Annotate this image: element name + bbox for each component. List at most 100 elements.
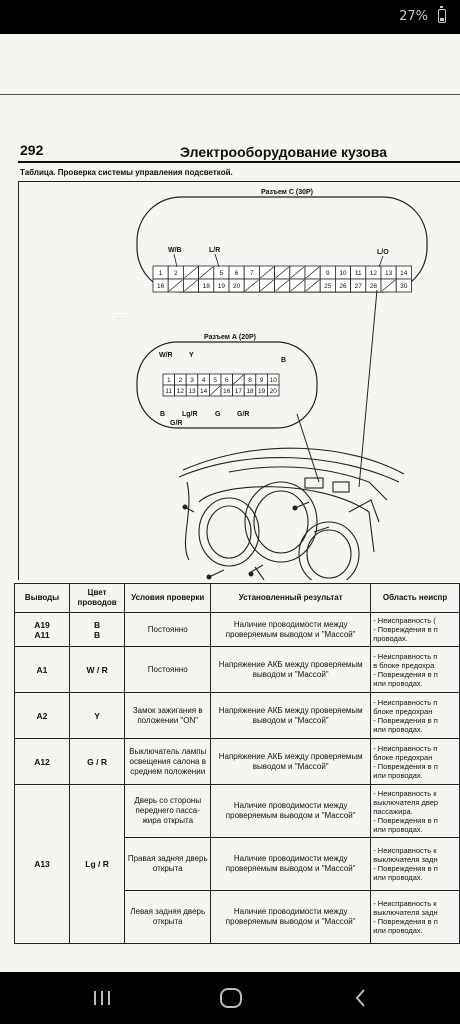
col-header-fault-area: Область неиспр xyxy=(370,583,460,613)
pin-cell: A2 xyxy=(14,692,70,739)
connector-pin-number: 13 xyxy=(188,388,196,395)
unused-pin-mark xyxy=(260,266,274,279)
unused-pin-mark xyxy=(184,279,198,292)
connector-pin-number: 4 xyxy=(202,377,206,384)
page-number: 292 xyxy=(20,142,44,158)
unused-pin-mark xyxy=(260,279,274,292)
col-header-wire-color: Цвет проводов xyxy=(68,583,126,613)
col-header-conditions: Условия проверки xyxy=(124,583,212,613)
connector-pin-number: 11 xyxy=(165,388,172,395)
connector-a-wire-label: G/R xyxy=(237,411,249,418)
connector-a-title: Разъем А (20Р) xyxy=(204,334,256,341)
condition-cell: Выключатель лампы освещения салона в сре… xyxy=(124,738,212,785)
connector-pin-cell xyxy=(266,384,280,397)
connector-pin-number: 18 xyxy=(203,283,211,290)
result-cell: Наличие проводимости между проверяемым в… xyxy=(210,612,372,647)
condition-cell: Левая задняя дверь открыта xyxy=(124,890,212,944)
unused-pin-mark xyxy=(210,385,221,396)
connector-pin-number: 2 xyxy=(174,270,178,277)
connector-pin-number: 10 xyxy=(270,377,278,384)
status-bar: 27% xyxy=(0,0,460,34)
connector-pin-number: 2 xyxy=(179,377,183,384)
connector-pin-number: 3 xyxy=(190,377,194,384)
condition-cell: Правая задняя дверь открыта xyxy=(124,837,212,891)
lead-line xyxy=(378,255,384,268)
result-cell: Наличие проводимости между проверяемым в… xyxy=(210,784,372,838)
pin-cell: A12 xyxy=(14,738,70,785)
recent-apps-icon[interactable] xyxy=(90,984,114,1012)
connector-pin-number: 16 xyxy=(157,283,165,290)
back-icon[interactable] xyxy=(350,984,372,1012)
pin-cell: A13 xyxy=(14,784,70,944)
connector-c-wire-label: L/R xyxy=(209,247,220,254)
result-cell: Напряжение АКБ между проверяемым выводом… xyxy=(210,692,372,739)
table-header-row: Выводы Цвет проводов Условия проверки Ус… xyxy=(14,583,460,613)
connector-pin-number: 9 xyxy=(326,270,330,277)
connector-c-wire-label: W/B xyxy=(168,247,182,254)
connector-c-title: Разъем С (30Р) xyxy=(261,189,313,196)
header-rule xyxy=(18,161,460,163)
wire-color-cell: W / R xyxy=(68,646,126,693)
condition-cell: Постоянно xyxy=(124,612,212,647)
unused-pin-mark xyxy=(244,279,259,292)
unused-pin-mark xyxy=(275,266,290,279)
connector-a-wire-label: G xyxy=(215,411,221,418)
connector-a-wire-label: W/R xyxy=(159,352,173,359)
connector-a-wire-label: Lg/R xyxy=(182,411,198,418)
lighting-check-table: Выводы Цвет проводов Условия проверки Ус… xyxy=(14,583,460,944)
connector-pin-number: 18 xyxy=(246,388,254,395)
battery-icon xyxy=(438,6,446,23)
col-header-result: Установленный результат xyxy=(210,583,372,613)
connector-pin-number: 28 xyxy=(370,283,378,290)
connector-pin-number: 6 xyxy=(235,270,239,277)
lead-line xyxy=(173,253,178,268)
connector-pin-number: 17 xyxy=(235,388,243,395)
connector-pin-number: 1 xyxy=(159,270,163,277)
connector-pin-number: 10 xyxy=(339,270,347,277)
connector-c-wire-label: L/O xyxy=(377,249,389,256)
wire-color-cell: G / R xyxy=(68,738,126,785)
col-header-pins: Выводы xyxy=(14,583,70,613)
document-page[interactable]: 292 Электрооборудование кузова Таблица. … xyxy=(0,34,460,972)
connector-pin-number: 25 xyxy=(324,283,332,290)
condition-cell: Дверь со стороны переднего пасса-жира от… xyxy=(124,784,212,838)
connector-a-wire-label: B xyxy=(160,411,165,418)
unused-pin-mark xyxy=(184,266,198,279)
connector-pin-number: 1 xyxy=(167,377,171,384)
condition-cell: Постоянно xyxy=(124,646,212,693)
unused-pin-mark xyxy=(305,279,320,292)
unused-pin-mark xyxy=(381,279,396,292)
leader-line xyxy=(296,413,320,483)
condition-cell: Замок зажигания в положении "ON" xyxy=(124,692,212,739)
home-icon[interactable] xyxy=(218,984,244,1012)
connector-pin-number: 12 xyxy=(177,388,185,395)
connector-pin-number: 20 xyxy=(233,283,241,290)
page-title: Электрооборудование кузова xyxy=(180,144,387,160)
connector-pin-number: 6 xyxy=(225,377,229,384)
connector-a-wire-label: Y xyxy=(189,352,194,359)
connector-pin-number: 19 xyxy=(258,388,266,395)
lead-line xyxy=(214,253,220,268)
connector-pin-number: 30 xyxy=(400,283,408,290)
result-cell: Напряжение АКБ между проверяемым выводом… xyxy=(210,646,372,693)
unused-pin-mark xyxy=(290,279,305,292)
